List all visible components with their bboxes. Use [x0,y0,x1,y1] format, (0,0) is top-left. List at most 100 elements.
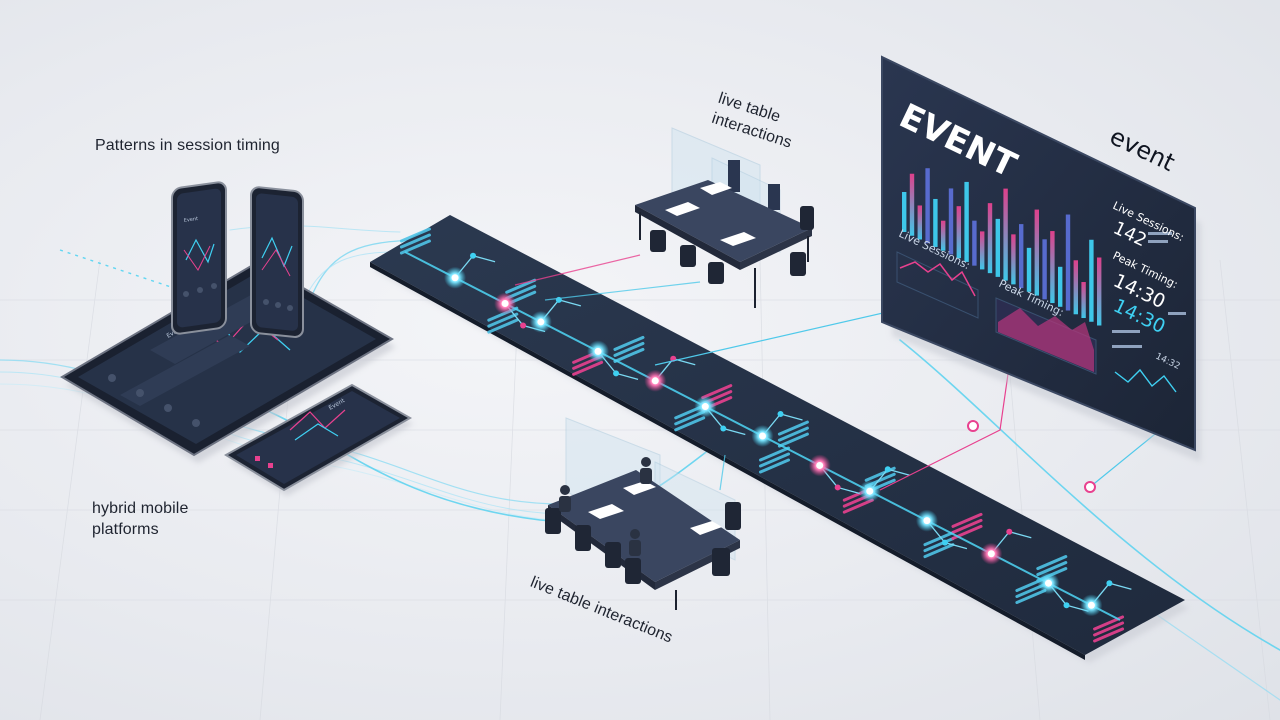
dashboard-bar [1097,257,1102,326]
timeline-small-node [834,484,841,491]
people-icons [559,457,652,556]
dashboard-bar [980,231,985,270]
dashboard-fine-text [1112,232,1186,348]
timeline-dash [923,537,955,553]
dashboard-bar [1011,234,1016,285]
timeline-small-node [941,539,948,546]
timeline-node [816,461,824,469]
timeline-dash [1015,588,1047,604]
timeline-small-node [720,425,727,432]
timeline-dash [1036,561,1068,577]
timeline-dash [759,458,790,474]
timeline-dash [613,341,645,357]
label-hybrid-mobile: hybrid mobile platforms [92,498,188,540]
timeline-node [451,274,459,282]
dashboard-bar [925,168,930,244]
timeline-small-node [884,466,891,473]
timeline-dash [951,518,983,534]
dashboard-bar [1019,224,1024,289]
conference-table-top [635,127,814,308]
label-hybrid-mobile-line2: platforms [92,521,159,538]
dashboard-bar [941,220,946,251]
timeline-small-node [1063,602,1070,609]
timeline-dash [487,312,519,328]
timeline-dash [777,426,809,442]
timeline-dash [1093,621,1125,637]
dashboard-bar [1050,231,1055,304]
timeline-dash [613,347,645,363]
timeline-dash [613,335,645,351]
dashboard-bar [909,173,915,236]
timeline-small-node [520,322,527,329]
timeline-dash [777,432,809,448]
dashboard-bar [956,206,961,259]
dashboard-bar [1065,214,1071,311]
label-hybrid-mobile-line1: hybrid mobile [92,500,189,517]
timeline-dash [1093,627,1125,643]
dashboard-bar [917,205,922,240]
dashboard-bar [1034,209,1039,296]
timeline-dash [674,416,706,432]
timeline-node [651,377,659,385]
timeline-dash [951,512,983,528]
timeline-dash [759,452,790,468]
phone-right [250,186,304,338]
dashboard-bar [1042,239,1047,300]
timeline-small-node [1006,528,1013,535]
label-session-timing: Patterns in session timing [95,137,280,154]
timeline-dash [399,239,431,255]
dashboard-subtitle: event [1105,122,1179,177]
timeline-dash [923,543,955,559]
timeline-dash [487,318,519,334]
timeline-node [701,403,709,411]
timeline-small-node [1106,580,1113,587]
live-sessions-sparkline [899,261,976,297]
timeline-node [594,347,602,355]
timeline-dash [399,227,431,243]
timeline-node [1045,579,1052,587]
dashboard-bar [1003,188,1008,281]
timeline-small-node [470,252,477,259]
timeline-node [1087,601,1095,609]
timeline-node [923,517,931,525]
timeline-dash [777,420,809,436]
dashboard-bar-chart [902,168,1102,326]
timeline-dash [759,446,790,462]
mini-sparkline [1114,368,1177,393]
dashboard-bar [964,181,969,262]
dashboard-bar [1089,239,1094,322]
timeline-dash [842,498,874,514]
dashboard-bar [995,218,1000,277]
timeline-dash [572,360,604,376]
dashboard-bar [902,192,907,232]
timeline-node [759,432,766,440]
timeline-node [987,550,995,558]
dashboard-bar [1073,260,1078,315]
dashboard-bar [1026,247,1032,292]
live-sessions-panel [896,251,979,319]
dashboard-bar [987,203,993,274]
phone-left: Event [171,181,227,335]
phone-landscape: Event [224,383,413,496]
timeline-node [537,318,545,326]
dashboard-bar [1058,266,1063,307]
timeline-dash [505,278,537,294]
timeline-node [866,487,874,495]
timeline-node [501,300,509,308]
timeline-dash [923,531,955,547]
timeline-small-node [613,370,620,377]
dashboard-bar [933,198,938,247]
peak-timing-area [998,308,1094,372]
timeline-dash [399,233,431,249]
dashboard-bar [972,220,977,266]
timeline-dash [1036,555,1068,571]
conference-table-bottom [545,417,741,610]
dashboard-bar [1081,282,1086,319]
timeline-belt [370,215,1189,663]
timeline-small-node [777,411,784,417]
dashboard-bar [948,188,954,255]
timeline-dash [701,384,733,400]
phone-left-header: Event [183,216,198,224]
timeline-nodes [444,252,1113,617]
